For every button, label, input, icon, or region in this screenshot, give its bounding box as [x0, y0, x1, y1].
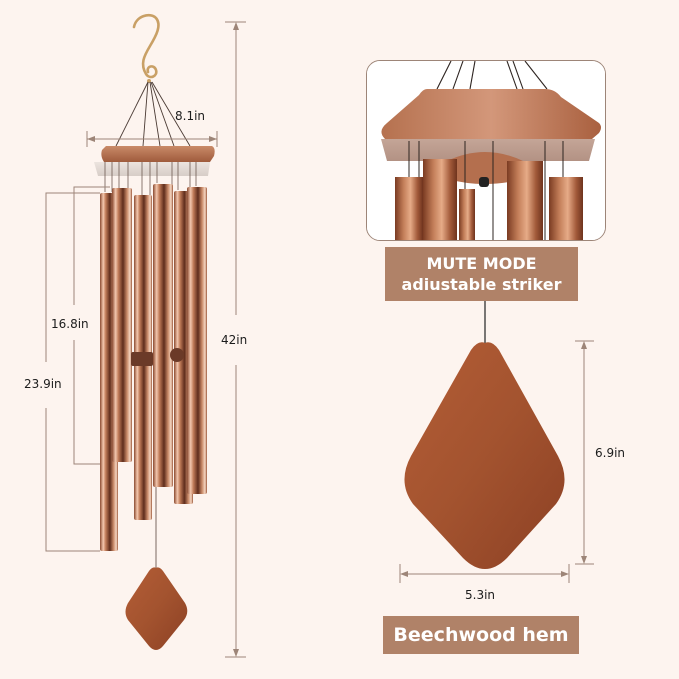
dim-sail-width: 5.3in: [465, 588, 496, 602]
mute-mode-subtitle: adiustable striker: [401, 275, 562, 294]
mute-mode-callout: MUTE MODE adiustable striker: [385, 247, 578, 301]
beechwood-hem-callout: Beechwood hem: [383, 616, 579, 654]
sail-large: [404, 342, 565, 569]
dim-top-width: 8.1in: [175, 109, 206, 123]
tube: [112, 188, 132, 462]
dim-short-tube: 16.8in: [51, 317, 89, 331]
dim-long-tube: 23.9in: [24, 377, 62, 391]
mute-mode-detail-panel: [366, 60, 606, 241]
striker: [131, 352, 153, 366]
chime-tubes: [100, 184, 207, 551]
full-chime: [94, 14, 215, 650]
dimension-lines: [45, 21, 594, 658]
beechwood-hem-label: Beechwood hem: [393, 624, 569, 646]
hook-icon: [132, 14, 160, 79]
dim-total-length: 42in: [221, 333, 248, 347]
dim-sail-height: 6.9in: [595, 446, 626, 460]
tube: [153, 184, 173, 487]
tube: [187, 187, 207, 494]
mute-mode-title: MUTE MODE: [426, 254, 537, 273]
sail-small: [125, 567, 188, 650]
top-closeup-illustration: [367, 61, 605, 240]
